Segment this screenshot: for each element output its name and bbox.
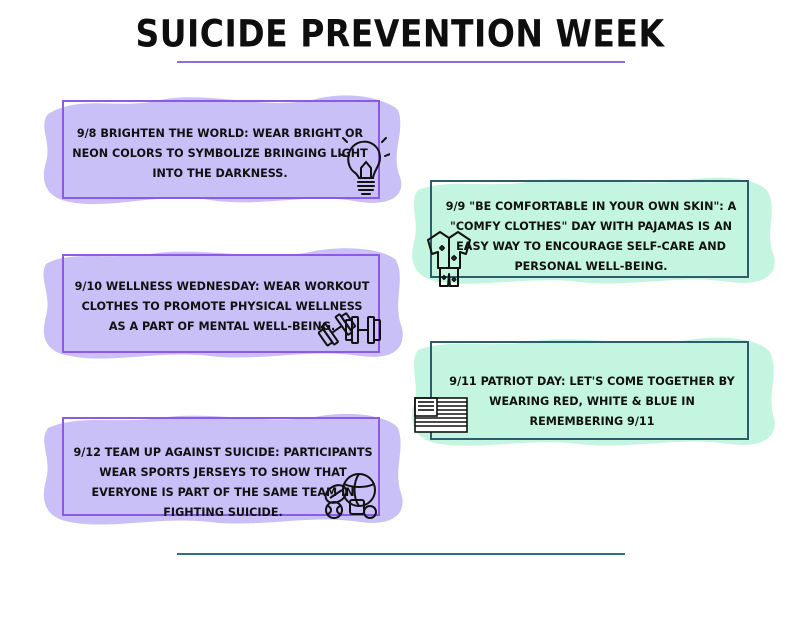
card-background-blob [43,413,403,525]
card-background-blob [43,95,402,205]
card-frame [430,180,749,278]
card-background-blob [412,177,775,284]
sports-balls-icon [322,470,380,524]
dumbbell-icon [317,310,384,354]
card-text: 9/12 Team Up Against Suicide: Participan… [73,446,373,519]
card-text: 9/10 Wellness Wednesday: Wear workout cl… [74,280,370,333]
event-card-brighten-the-world: 9/8 Brighten the World: Wear bright or n… [40,92,405,207]
card-text: 9/11 Patriot Day: Let's come together by… [449,375,735,428]
title-underline [177,61,625,63]
card-background-blob [43,248,403,359]
card-frame [62,254,380,353]
card-text: 9/8 Brighten the World: Wear bright or n… [72,127,368,180]
page-title: SUICIDE PREVENTION WEEK [135,11,665,56]
card-background-blob [412,337,775,446]
event-card-comfy-clothes-day: 9/9 "Be Comfortable in Your Own Skin": A… [408,172,778,287]
event-card-patriot-day: 9/11 Patriot Day: Let's come together by… [408,334,778,449]
bottom-rule [177,553,625,555]
card-frame [62,417,380,516]
event-card-team-up-against-suicide: 9/12 Team Up Against Suicide: Participan… [40,410,405,530]
card-frame [430,341,749,440]
pajamas-icon [424,228,474,294]
flag-icon [414,396,470,440]
lightbulb-icon [339,132,391,206]
event-card-wellness-wednesday: 9/10 Wellness Wednesday: Wear workout cl… [40,244,405,364]
card-text: 9/9 "Be Comfortable in Your Own Skin": A… [445,200,737,273]
